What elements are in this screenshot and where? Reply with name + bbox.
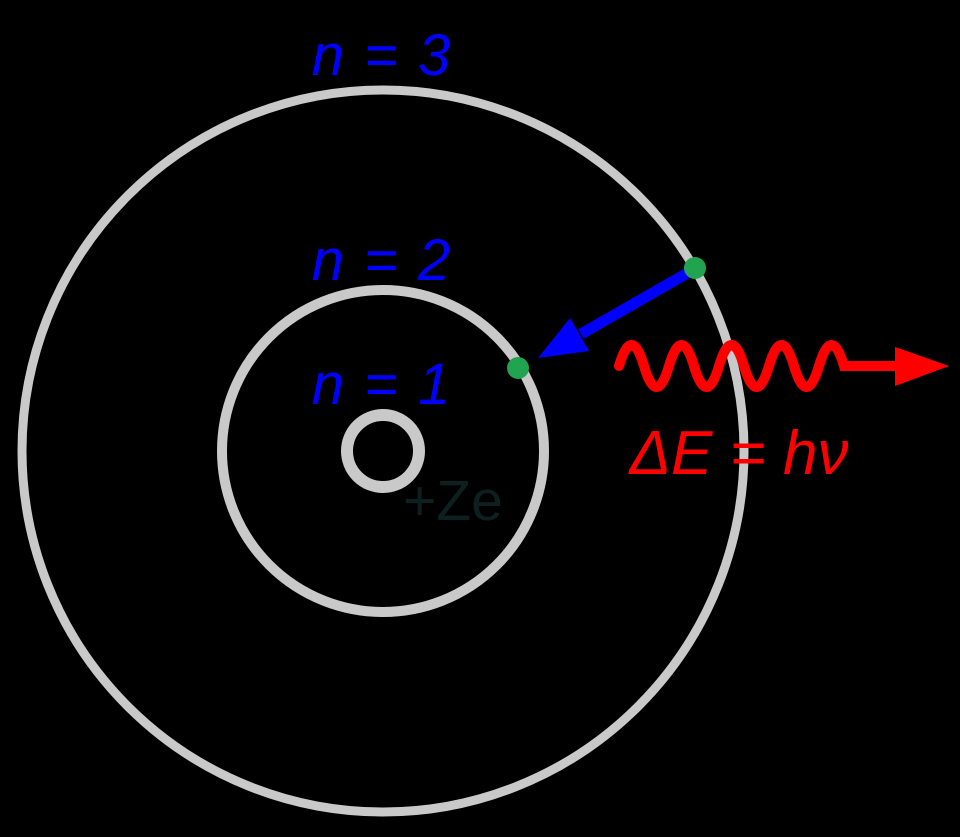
orbit-label-n3: n = 3	[312, 23, 453, 88]
nucleus-label: +Ze	[403, 469, 503, 533]
orbit-circle-n1	[341, 409, 425, 493]
electron-dot-n3	[684, 257, 706, 279]
nucleus-dot	[374, 442, 392, 460]
transition-arrow-shaft	[578, 266, 694, 339]
photon-equation-label: ΔE = hν	[627, 419, 848, 488]
orbit-label-n1: n = 1	[312, 352, 453, 417]
photon-arrowhead-icon	[895, 347, 949, 386]
photon-wave	[614, 340, 902, 392]
orbit-circle-n3	[17, 85, 749, 817]
electron-dot-n2	[507, 357, 529, 379]
orbit-circle-n2	[217, 285, 549, 617]
orbit-label-n2: n = 2	[312, 228, 453, 293]
transition-arrowhead-icon	[538, 318, 589, 358]
